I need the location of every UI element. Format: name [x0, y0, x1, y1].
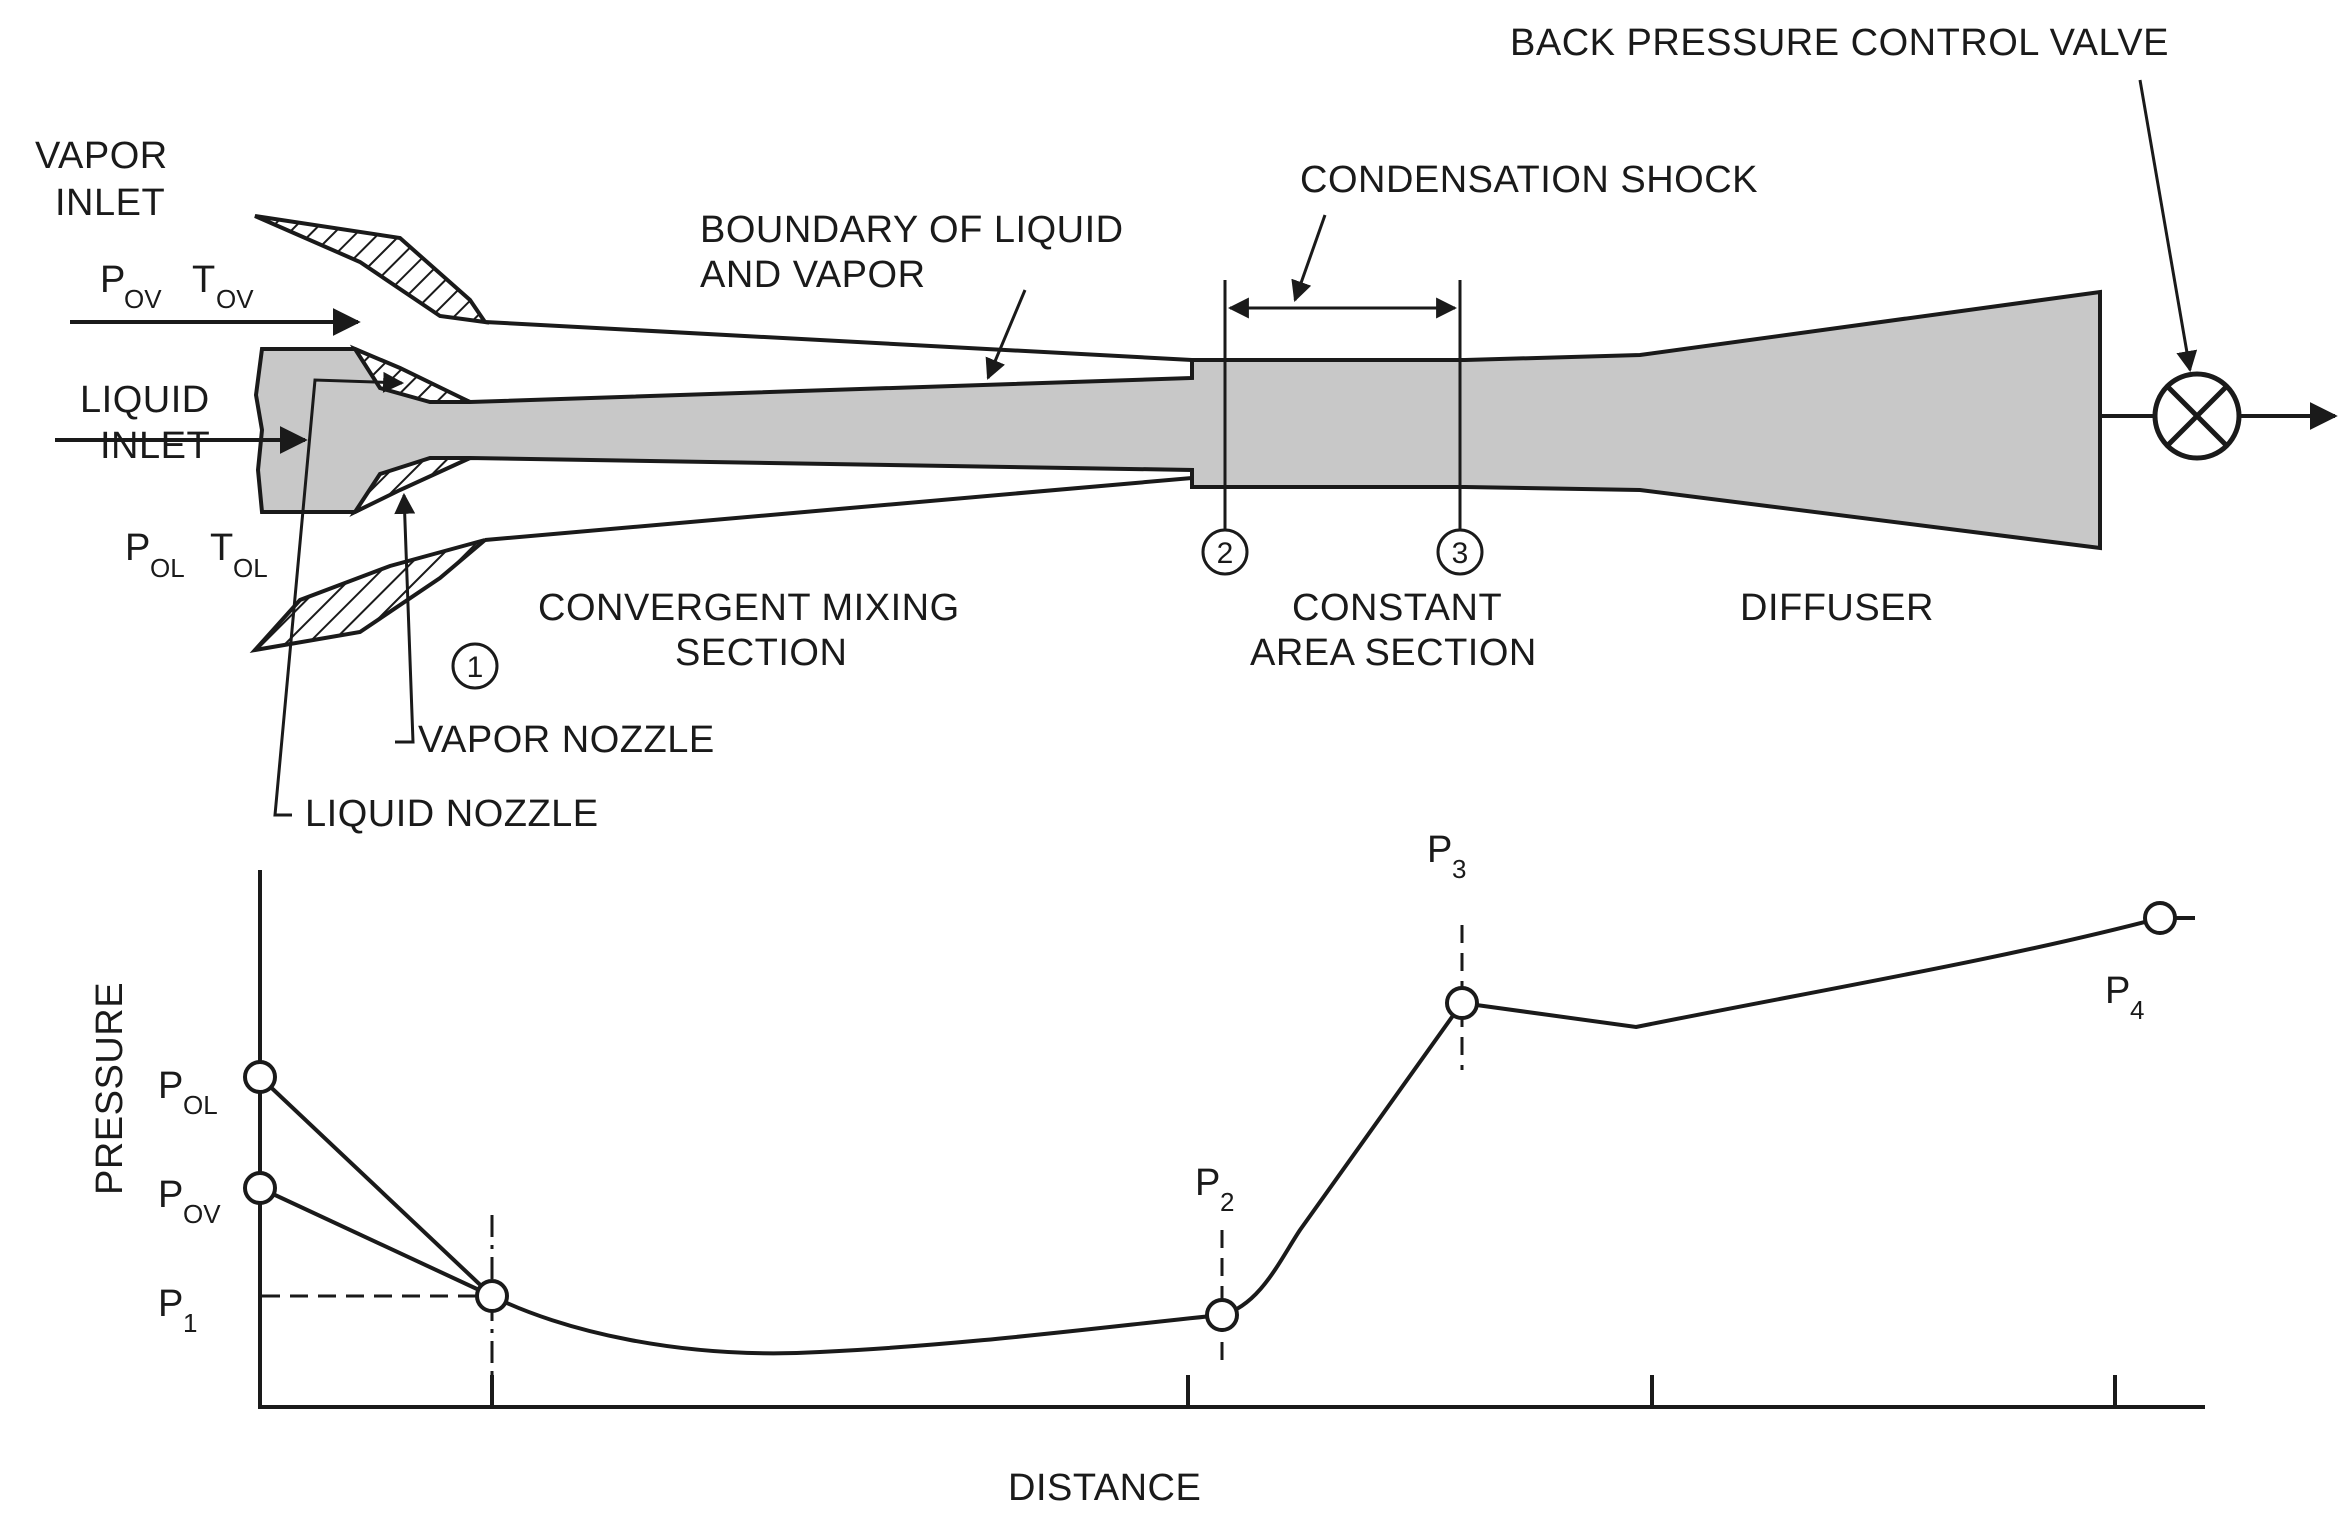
constant-area-label-2: AREA SECTION: [1250, 632, 1537, 674]
p-ov-label: P: [100, 259, 126, 301]
plot-p4-sub: 4: [2130, 995, 2144, 1025]
p3-marker: [1445, 986, 1479, 1020]
plot-p-ov-label: P: [158, 1174, 184, 1216]
vapor-nozzle-label: VAPOR NOZZLE: [418, 719, 715, 761]
svg-text:3: 3: [1452, 537, 1469, 570]
station-2-marker: 2: [1201, 528, 1249, 576]
back-pressure-valve-label: BACK PRESSURE CONTROL VALVE: [1510, 22, 2169, 64]
liquid-inlet-label-1: LIQUID: [80, 379, 210, 421]
constant-area-label-1: CONSTANT: [1292, 587, 1502, 629]
mixed-pressure-curve: [491, 916, 2195, 1356]
liquid-pressure-curve: [258, 1075, 494, 1298]
boundary-label-2: AND VAPOR: [700, 254, 926, 296]
valve-leader: [2138, 79, 2198, 373]
svg-text:1: 1: [467, 651, 484, 684]
vapor-pressure-curve: [259, 1186, 493, 1298]
shock-leader: [1291, 214, 1327, 302]
liquid-inlet-label-2: INLET: [100, 425, 210, 467]
pressure-plot: PRESSURE DISTANCE P OL P OV P 1 P 2 P 3 …: [89, 829, 2205, 1509]
boundary-label-1: BOUNDARY OF LIQUID: [700, 209, 1124, 251]
plot-p-ol-sub: OL: [183, 1090, 218, 1120]
lower-outer-wall: [484, 476, 1193, 542]
plot-p4-label: P: [2105, 970, 2131, 1012]
t-ov-sub: OV: [216, 284, 254, 314]
vapor-nozzle-lower-wall: [249, 538, 487, 653]
vapor-inlet-label-2: INLET: [55, 182, 165, 224]
convergent-label-1: CONVERGENT MIXING: [538, 587, 960, 629]
x-axis-label: DISTANCE: [1008, 1467, 1201, 1509]
t-ov-label: T: [192, 259, 216, 301]
y-axis-label: PRESSURE: [89, 982, 131, 1195]
t-ol-label: T: [210, 527, 234, 569]
p4-marker: [2143, 901, 2177, 935]
p-ol-label: P: [125, 527, 151, 569]
p-ov-marker: [243, 1171, 277, 1205]
p-ov-sub: OV: [124, 284, 162, 314]
p2-marker: [1205, 1298, 1239, 1332]
liquid-flow-body: [253, 289, 2102, 551]
vapor-inlet-label-1: VAPOR: [35, 135, 168, 177]
control-valve-icon: [2152, 371, 2242, 461]
plot-p2-label: P: [1195, 1162, 1221, 1204]
t-ol-sub: OL: [233, 553, 268, 583]
p1-marker: [475, 1279, 509, 1313]
upper-outer-wall: [484, 320, 1193, 362]
station-3-marker: 3: [1436, 528, 1484, 576]
vapor-nozzle-upper-wall: [254, 214, 490, 325]
convergent-label-2: SECTION: [675, 632, 847, 674]
vapor-nozzle-leader: [394, 492, 416, 744]
plot-p2-sub: 2: [1220, 1187, 1234, 1217]
boundary-leader: [985, 289, 1027, 380]
diffuser-label: DIFFUSER: [1740, 587, 1934, 629]
plot-p1-sub: 1: [183, 1308, 197, 1338]
svg-text:2: 2: [1217, 537, 1234, 570]
plot-p-ov-sub: OV: [183, 1199, 221, 1229]
p-ol-sub: OL: [150, 553, 185, 583]
plot-p1-label: P: [158, 1283, 184, 1325]
liquid-nozzle-label: LIQUID NOZZLE: [305, 793, 599, 835]
plot-p-ol-label: P: [158, 1065, 184, 1107]
plot-p3-sub: 3: [1452, 854, 1466, 884]
liquid-nozzle-lower-lip: [349, 456, 471, 518]
station-1-marker: 1: [451, 642, 499, 690]
ejector-schematic: 1 2 3 VAPOR INLET P OV T OV LIQUID INLET…: [35, 22, 2338, 835]
plot-p3-label: P: [1427, 829, 1453, 871]
p-ol-marker: [243, 1060, 277, 1094]
liquid-nozzle-leader: [273, 371, 405, 817]
condensation-shock-label: CONDENSATION SHOCK: [1300, 159, 1758, 201]
